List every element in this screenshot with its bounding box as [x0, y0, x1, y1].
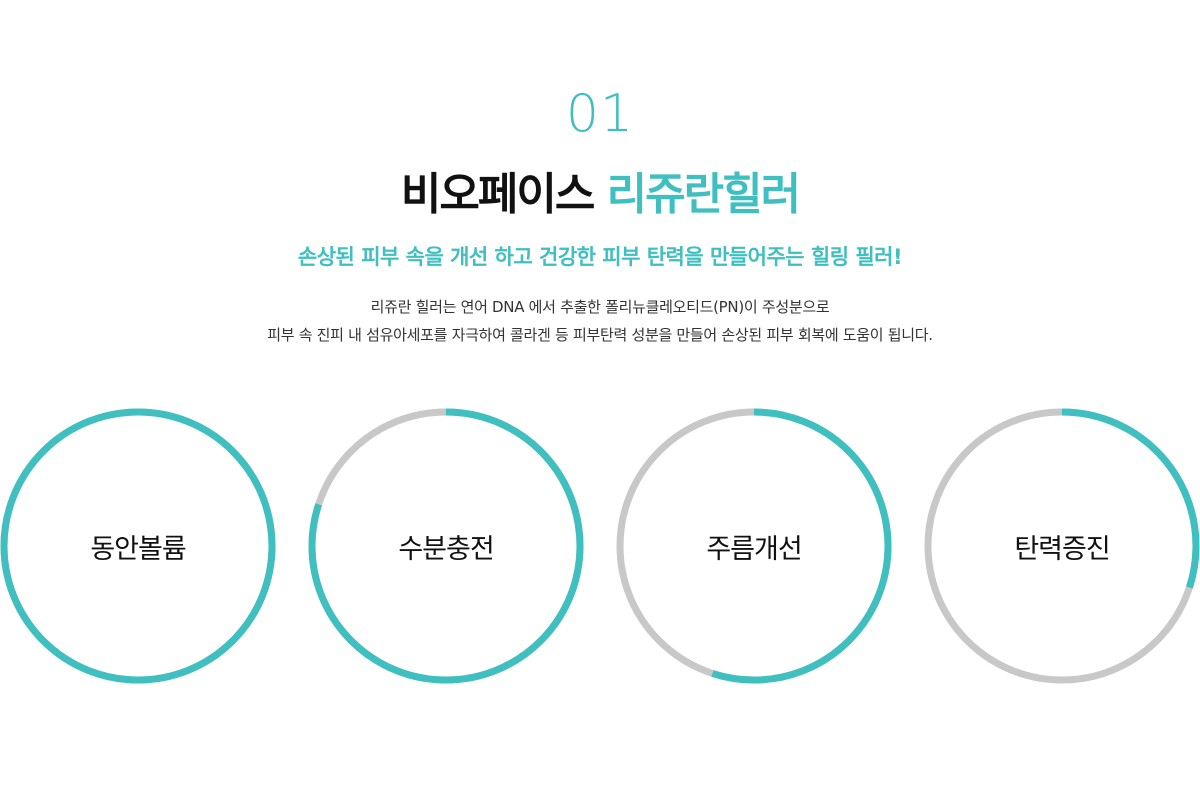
ring-progress — [308, 408, 584, 684]
benefit-label: 주름개선 — [706, 533, 802, 565]
title-dark: 비오페이스 — [400, 169, 595, 220]
progress-ring — [0, 408, 276, 684]
ring-progress — [616, 408, 892, 684]
section-number: 01 — [565, 84, 635, 144]
benefit-circle-hydration: 수분충전 — [308, 408, 584, 684]
title-accent: 리쥬란힐러 — [606, 169, 801, 220]
ring-progress — [0, 408, 276, 684]
progress-ring — [308, 408, 584, 684]
benefit-circles: 동안볼륨 수분충전 주름개선 탄력증진 — [0, 408, 1200, 688]
ring-progress — [924, 408, 1200, 684]
progress-ring — [924, 408, 1200, 684]
benefit-label: 동안볼륨 — [90, 533, 186, 565]
description-line-2: 피부 속 진피 내 섬유아세포를 자극하여 콜라겐 등 피부탄력 성분을 만들어… — [267, 326, 933, 344]
benefit-label: 탄력증진 — [1014, 533, 1110, 565]
benefit-circle-wrinkle: 주름개선 — [616, 408, 892, 684]
benefit-label: 수분충전 — [398, 533, 494, 565]
benefit-circle-elasticity: 탄력증진 — [924, 408, 1200, 684]
progress-ring — [616, 408, 892, 684]
page-title: 비오페이스 리쥬란힐러 — [0, 166, 1200, 224]
subtitle: 손상된 피부 속을 개선 하고 건강한 피부 탄력을 만들어주는 힐링 필러! — [297, 245, 903, 269]
description: 리쥬란 힐러는 연어 DNA 에서 추출한 폴리뉴클레오티드(PN)이 주성분으… — [0, 293, 1200, 349]
benefit-circle-volume: 동안볼륨 — [0, 408, 276, 684]
description-line-1: 리쥬란 힐러는 연어 DNA 에서 추출한 폴리뉴클레오티드(PN)이 주성분으… — [370, 298, 830, 316]
